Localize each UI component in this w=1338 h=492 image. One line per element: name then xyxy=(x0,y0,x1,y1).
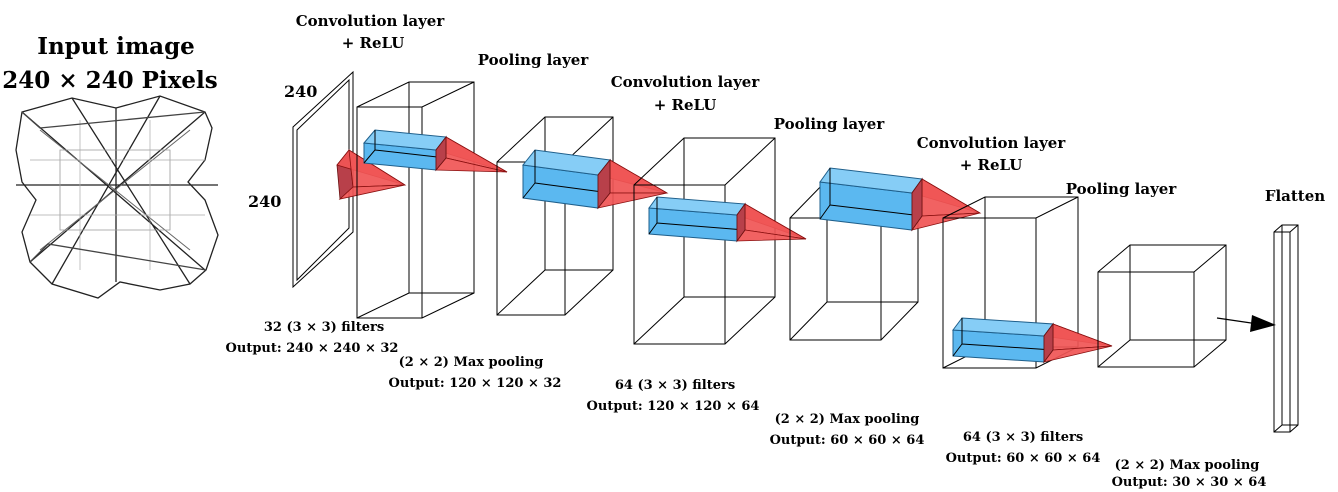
pool-layer-1-volume xyxy=(496,116,614,316)
layer-1-caption-1: 32 (3 × 3) filters xyxy=(264,320,384,335)
input-lattice-image xyxy=(15,95,219,299)
layer-2-title: Pooling layer xyxy=(478,51,590,69)
layer-4-title: Pooling layer xyxy=(774,115,886,133)
conv-layer-3-filter-block xyxy=(952,317,1054,364)
conv-layer-1-volume xyxy=(356,81,475,319)
pool-layer-2-filter-block xyxy=(819,167,923,232)
input-width-label: 240 xyxy=(248,192,281,211)
input-title-line2: 240 × 240 Pixels xyxy=(2,67,217,94)
layer-3-title-2: + ReLU xyxy=(654,96,717,114)
flatten-vector xyxy=(1273,224,1299,433)
layer-5-title: Convolution layer xyxy=(917,134,1067,152)
layer-5-caption-2: Output: 60 × 60 × 64 xyxy=(946,451,1101,466)
layer-1-title: Convolution layer xyxy=(296,12,446,30)
flatten-arrow xyxy=(1216,315,1276,332)
layer-6-caption-1: (2 × 2) Max pooling xyxy=(1115,458,1260,473)
layer-1-title-2: + ReLU xyxy=(342,34,405,52)
input-plane xyxy=(292,70,354,289)
layer-6-title: Pooling layer xyxy=(1066,180,1178,198)
conv-layer-1-filter-block xyxy=(363,129,447,172)
layer-5-title-2: + ReLU xyxy=(960,156,1023,174)
input-title-line1: Input image xyxy=(37,33,195,60)
input-height-label: 240 xyxy=(284,82,317,101)
layer-5-caption-1: 64 (3 × 3) filters xyxy=(963,430,1083,445)
layer-4-caption-2: Output: 60 × 60 × 64 xyxy=(770,433,925,448)
conv-layer-2-filter-block xyxy=(648,196,746,243)
pool-layer-3-volume xyxy=(1097,244,1227,368)
receptive-field-conv-2 xyxy=(736,202,807,243)
layer-2-caption-2: Output: 120 × 120 × 32 xyxy=(389,376,562,391)
layer-3-title: Convolution layer xyxy=(611,73,761,91)
layer-3-caption-1: 64 (3 × 3) filters xyxy=(615,378,735,393)
layer-4-caption-1: (2 × 2) Max pooling xyxy=(775,412,920,427)
flatten-label: Flatten xyxy=(1265,187,1325,205)
layer-3-caption-2: Output: 120 × 120 × 64 xyxy=(587,399,760,414)
receptive-field-input xyxy=(336,148,407,200)
layer-6-caption-2: Output: 30 × 30 × 64 xyxy=(1112,475,1267,490)
layer-1-caption-2: Output: 240 × 240 × 32 xyxy=(226,341,399,356)
receptive-field-conv-3 xyxy=(1043,322,1113,364)
pool-layer-1-filter-block xyxy=(522,149,611,210)
layer-2-caption-1: (2 × 2) Max pooling xyxy=(399,355,544,370)
receptive-field-conv-1 xyxy=(435,135,508,173)
conv-layer-2-volume xyxy=(633,137,776,345)
